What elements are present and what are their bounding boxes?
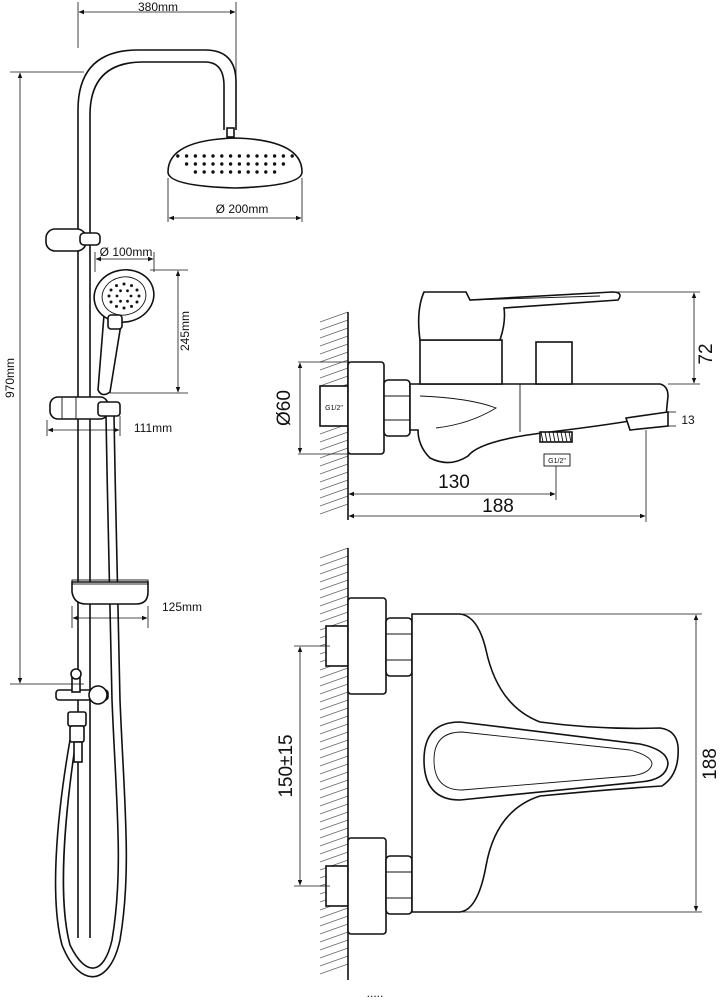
- upper-bracket: [45, 228, 101, 252]
- hand-shower: [93, 269, 155, 396]
- dim-body-diameter: Ø60: [274, 390, 295, 426]
- dim-hand-length: 245mm: [178, 311, 192, 351]
- mixer-body: [409, 383, 669, 464]
- dim-lever-height: 72: [696, 343, 717, 364]
- rain-head: [167, 137, 303, 189]
- soap-dish: [71, 579, 149, 605]
- thread-outlet-label: G1/2": [548, 458, 566, 465]
- mixer-side-view: G1/2" G1/2" 72 13: [274, 291, 717, 522]
- dim-front-height: 188: [700, 748, 721, 780]
- footer-mark: .....: [367, 986, 384, 1000]
- dim-head-diameter: Ø 200mm: [216, 202, 269, 216]
- dim-rail-width: 380mm: [138, 0, 178, 14]
- dim-spout-height: 13: [681, 413, 695, 427]
- slider-holder: [49, 396, 121, 420]
- dim-holder-depth: 111mm: [134, 421, 172, 435]
- dim-rail-height: 970mm: [3, 358, 17, 398]
- shower-column: 380mm 970mm Ø 200mm Ø 100mm 245mm 111mm …: [3, 0, 303, 978]
- dim-total-length: 188: [482, 496, 514, 517]
- mixer-front-view: 150±15 188: [276, 547, 721, 980]
- dim-outlet-distance: 130: [438, 472, 470, 493]
- dim-centers: 150±15: [276, 734, 297, 797]
- dim-hand-diameter: Ø 100mm: [100, 245, 153, 259]
- riser-pipe: [77, 49, 237, 938]
- diverter: [55, 668, 109, 763]
- dim-soap-depth: 125mm: [162, 600, 202, 614]
- thread-inlet-label: G1/2": [325, 405, 343, 412]
